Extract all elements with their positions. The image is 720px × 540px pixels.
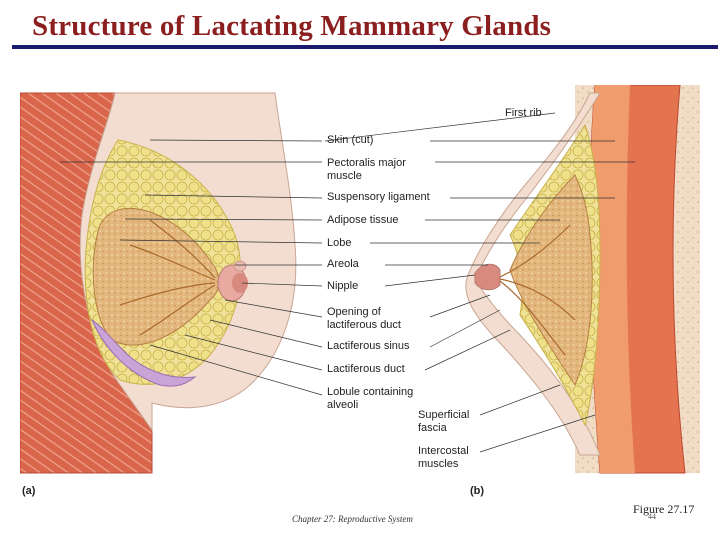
leader-lines — [60, 112, 635, 453]
panel-b-illustration — [465, 85, 700, 474]
label-skin: Skin (cut) — [327, 134, 374, 146]
label-pectoralis-line1: Pectoralis major — [327, 157, 406, 169]
label-lactiferous-duct: Lactiferous duct — [327, 363, 405, 375]
label-superficial-fascia-line1: Superficial — [418, 409, 470, 421]
label-opening-line1: Opening of — [327, 306, 381, 318]
label-pectoralis-line2: muscle — [327, 170, 362, 182]
label-intercostal-line2: muscles — [418, 458, 459, 470]
label-adipose-tissue: Adipose tissue — [327, 214, 399, 226]
label-intercostal-line1: Intercostal — [418, 445, 469, 457]
label-lobule-line2: alveoli — [327, 399, 359, 411]
label-superficial-fascia-line2: fascia — [418, 422, 447, 434]
panel-b-label: (b) — [470, 485, 485, 497]
slide-title: Structure of Lactating Mammary Glands — [32, 10, 552, 42]
label-nipple: Nipple — [327, 280, 359, 292]
footer-chapter: Chapter 27: Reproductive System — [292, 514, 413, 524]
page-number: 44 — [648, 512, 656, 521]
label-first-rib: First rib — [505, 107, 542, 119]
label-lactiferous-sinus: Lactiferous sinus — [327, 340, 410, 352]
mammary-gland-diagram — [20, 85, 700, 474]
label-areola: Areola — [327, 258, 359, 270]
label-suspensory-ligament: Suspensory ligament — [327, 191, 430, 203]
panel-a-illustration — [20, 92, 297, 474]
panel-a-label: (a) — [22, 485, 36, 497]
figure-reference: Figure 27.17 — [633, 502, 695, 516]
label-opening-line2: lactiferous duct — [327, 319, 401, 331]
label-lobe: Lobe — [327, 237, 352, 249]
label-lobule-line1: Lobule containing — [327, 386, 414, 398]
title-underline — [12, 45, 718, 49]
